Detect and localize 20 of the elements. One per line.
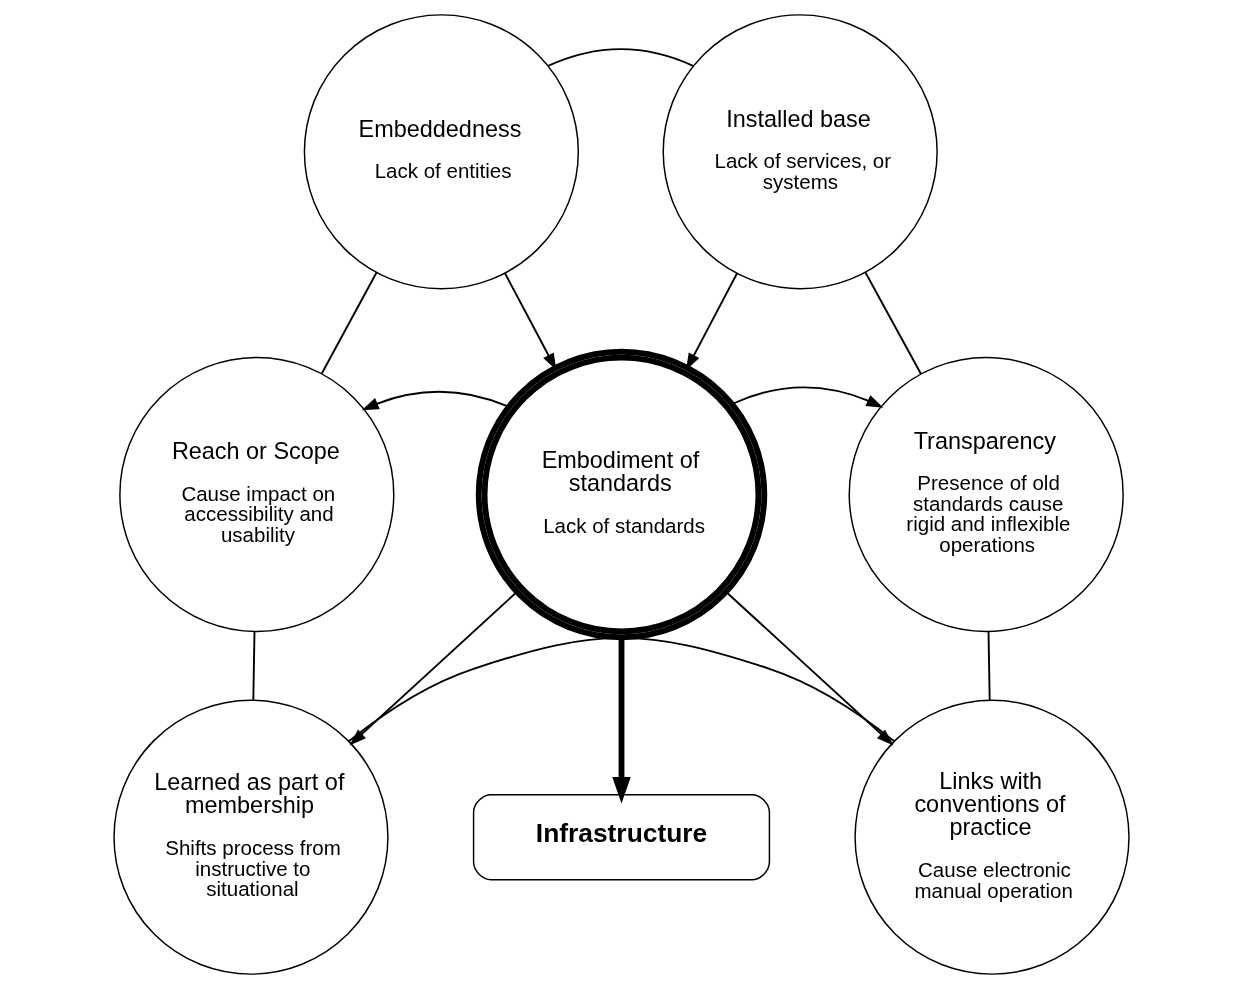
arrow xyxy=(686,272,738,370)
node-circle: Embeddedness Lack of entities xyxy=(303,13,580,289)
connector xyxy=(547,47,694,67)
arrow xyxy=(612,637,631,804)
arrow xyxy=(361,390,510,410)
node-circle: Installed base Lack of services, or systems xyxy=(662,13,938,289)
arrow xyxy=(504,272,557,370)
node-box: Infrastructure xyxy=(472,793,771,880)
arrow xyxy=(349,590,518,745)
arrow xyxy=(731,386,884,408)
node-circle: Reach or Scope Cause impact on accessibility and usability xyxy=(119,356,395,632)
connector xyxy=(320,271,378,374)
node-circle: Learned as part of membership Shifts process from instructive to situational xyxy=(113,699,389,975)
node-circle: Transparency Presence of old standards cause rigid and inflexible operations xyxy=(848,356,1124,632)
connector xyxy=(864,271,922,375)
node-circle: Links with conventions of practice Cause electronic manual operation xyxy=(854,699,1130,975)
connector xyxy=(348,636,895,742)
arrow xyxy=(725,590,894,745)
connector xyxy=(252,630,256,701)
connector xyxy=(987,630,991,701)
